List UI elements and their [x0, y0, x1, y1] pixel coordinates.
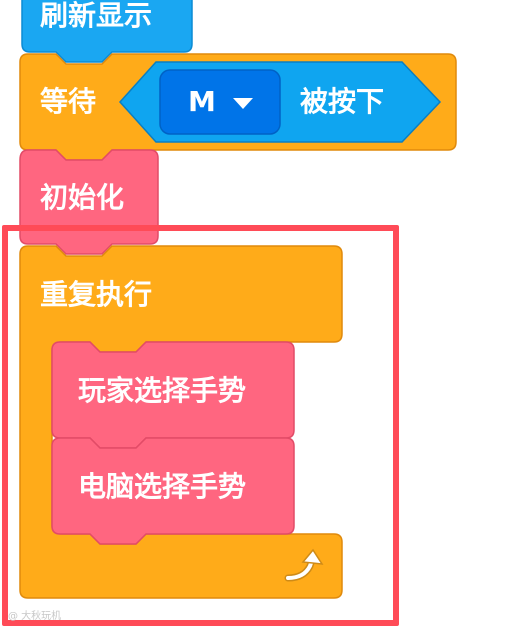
dropdown-caret-icon	[233, 98, 253, 109]
loop-arrow-icon	[284, 548, 324, 582]
repeat-forever-label: 重复执行	[40, 278, 153, 311]
key-dropdown[interactable]	[159, 69, 281, 135]
computer-choose-gesture-block[interactable]	[51, 437, 295, 545]
key-dropdown-value[interactable]: M	[188, 85, 216, 118]
wait-label: 等待	[40, 85, 97, 118]
computer-choose-gesture-label: 电脑选择手势	[78, 470, 247, 503]
pressed-label: 被按下	[300, 85, 385, 118]
refresh-display-label: 刷新显示	[40, 0, 153, 32]
initialize-label: 初始化	[40, 181, 125, 214]
refresh-display-block[interactable]	[21, 0, 193, 63]
player-choose-gesture-label: 玩家选择手势	[78, 374, 247, 407]
watermark: @ 大秋玩机	[8, 611, 62, 622]
